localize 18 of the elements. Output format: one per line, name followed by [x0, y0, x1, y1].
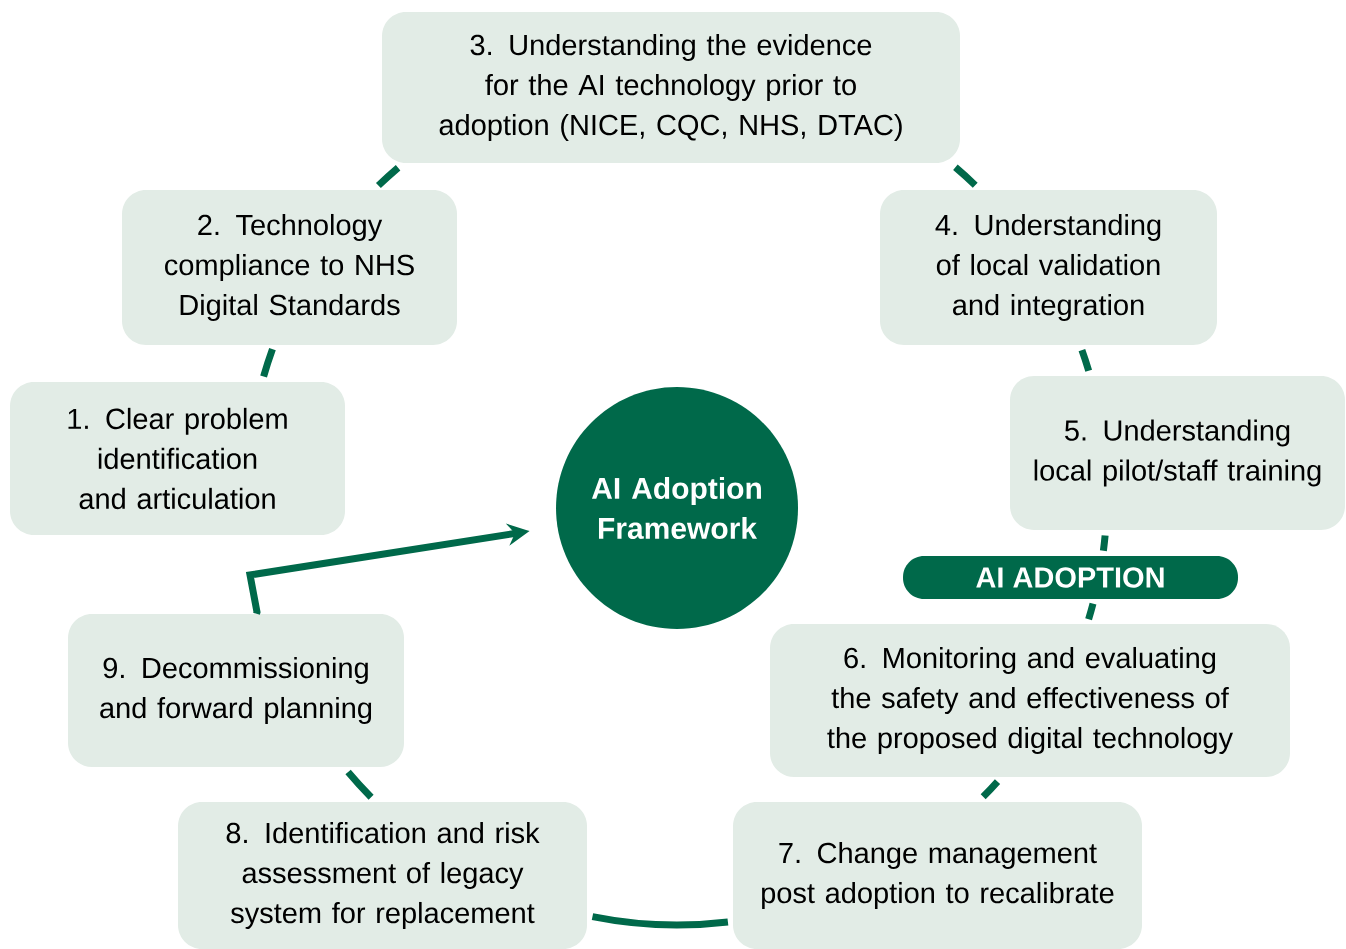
connector-line — [953, 164, 978, 188]
connector-line — [1085, 602, 1097, 621]
step-box: 4. Understanding of local validation and integration — [880, 190, 1217, 345]
step-box: 2. Technology compliance to NHS Digital Standards — [122, 190, 457, 345]
step-box: 5. Understanding local pilot/staff training — [1010, 376, 1345, 530]
connector-line — [260, 348, 276, 378]
step-box: 1. Clear problem identification and articulation — [10, 382, 345, 535]
connector-line — [591, 913, 729, 929]
step-box: 8. Identification and risk assessment of legacy system for replacement — [178, 802, 587, 949]
step-box: 3. Understanding the evidence for the AI technology prior to adoption (NICE, CQC, NHS, DTAC) — [382, 12, 960, 163]
connector-line — [1078, 349, 1093, 372]
step-box: 7. Change management post adoption to recalibrate — [733, 802, 1142, 949]
connector-line — [376, 165, 401, 189]
step-box: 9. Decommissioning and forward planning — [68, 614, 404, 767]
connector-line — [980, 779, 1001, 800]
stage-band: AI ADOPTION — [903, 556, 1238, 599]
connector-line — [345, 769, 374, 800]
step-box: 6. Monitoring and evaluating the safety and effectiveness of the proposed digital technology — [770, 624, 1290, 777]
